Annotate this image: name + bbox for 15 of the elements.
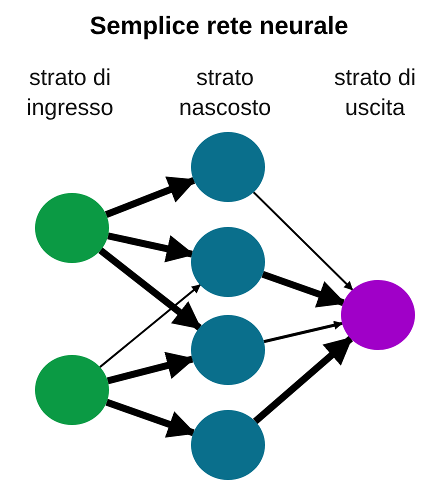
- layer-label: strato nascosto: [178, 63, 272, 122]
- arrow: [261, 270, 346, 308]
- arrow: [106, 398, 196, 438]
- arrow: [98, 248, 202, 330]
- arrow: [264, 320, 343, 344]
- arrow: [104, 176, 196, 218]
- title: Semplice rete neurale: [88, 12, 350, 41]
- layer-label: strato di uscita: [333, 63, 417, 122]
- arrow: [106, 352, 195, 384]
- arrow: [99, 284, 201, 368]
- arrow: [253, 336, 353, 424]
- arrow: [107, 232, 195, 262]
- layer-label: strato di ingresso: [26, 63, 114, 122]
- arrow: [252, 192, 354, 290]
- neuron-circle: [191, 410, 265, 480]
